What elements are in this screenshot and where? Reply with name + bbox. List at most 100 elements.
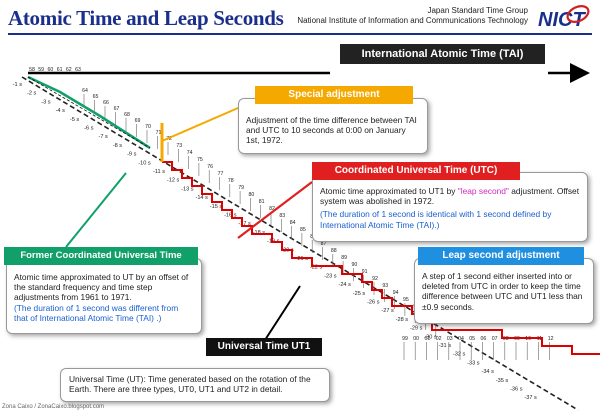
universal-time-note-text: Universal Time (UT): Time generated base… xyxy=(69,374,311,395)
year-label: 06 xyxy=(481,336,487,342)
offset-label: -34 s xyxy=(481,369,494,375)
utc-staircase xyxy=(162,161,600,355)
offset-label: -5 s xyxy=(70,117,80,123)
leap-second-text: A step of 1 second either inserted into … xyxy=(422,271,583,312)
org-line-2: National Institute of Information and Co… xyxy=(297,16,528,25)
year-label: 88 xyxy=(331,248,337,254)
offset-label: -22 s xyxy=(310,265,323,271)
offset-label: -3 s xyxy=(41,99,51,105)
offset-label: -27 s xyxy=(381,308,394,314)
offset-label: -13 s xyxy=(181,186,194,192)
offset-label: -25 s xyxy=(353,291,366,297)
universal-time-note: Universal Time (UT): Time generated base… xyxy=(60,368,330,402)
offset-label: -6 s xyxy=(84,126,94,132)
ut1-dashed-line xyxy=(21,76,579,411)
year-label: 95 xyxy=(403,297,409,303)
year-label: 80 xyxy=(249,192,255,198)
year-label: 03 xyxy=(447,336,453,342)
year-label: 66 xyxy=(103,100,109,106)
leap-second-box: A step of 1 second either inserted into … xyxy=(414,258,594,324)
year-label: 90 xyxy=(352,262,358,268)
former-utc-box: Atomic time approximated to UT by an off… xyxy=(6,258,202,334)
offset-label: -11 s xyxy=(153,169,165,175)
offset-label: -14 s xyxy=(195,195,208,201)
year-label: 63 xyxy=(75,67,81,73)
year-label: 92 xyxy=(372,276,378,282)
year-label: 59 xyxy=(38,67,44,73)
offset-label: -28 s xyxy=(396,317,409,323)
year-label: 85 xyxy=(300,227,306,233)
logo-text: NICT xyxy=(538,9,586,31)
year-label: 05 xyxy=(469,336,475,342)
offset-label: -17 s xyxy=(238,221,251,227)
offset-label: -18 s xyxy=(253,230,266,236)
year-label: 79 xyxy=(238,185,244,191)
organization-name: Japan Standard Time Group National Insti… xyxy=(297,6,528,26)
year-label: 91 xyxy=(362,269,368,275)
utc-box: Atomic time approximated to UT1 by "leap… xyxy=(312,172,588,242)
year-label: 73 xyxy=(176,143,182,149)
year-label: 71 xyxy=(156,130,162,136)
utc-note: (The duration of 1 second is identical w… xyxy=(320,209,552,230)
year-label: 68 xyxy=(124,112,130,118)
year-label: 82 xyxy=(269,206,275,212)
year-label: 62 xyxy=(66,67,72,73)
year-label: 74 xyxy=(187,150,193,156)
year-label: 94 xyxy=(393,290,399,296)
year-label: 04 xyxy=(458,336,464,342)
year-label: 83 xyxy=(279,213,285,219)
tai-label: International Atomic Time (TAI) xyxy=(340,44,545,64)
special-callout-line xyxy=(161,107,239,142)
year-label: 07 xyxy=(492,336,498,342)
offset-label: -8 s xyxy=(113,143,123,149)
offset-label: -2 s xyxy=(27,91,37,97)
year-label: 64 xyxy=(82,88,88,94)
former-utc-text: Atomic time approximated to UT by an off… xyxy=(14,272,189,303)
year-label: 67 xyxy=(114,106,120,112)
year-label: 99 xyxy=(402,336,408,342)
offset-label: -26 s xyxy=(367,300,380,306)
year-label: 61 xyxy=(57,67,63,73)
former-utc-note: (The duration of 1 second was different … xyxy=(14,302,179,323)
leap-second-header: Leap second adjustment xyxy=(418,247,584,265)
year-label: 12 xyxy=(548,336,554,342)
year-label: 89 xyxy=(341,255,347,261)
year-label: 01 xyxy=(425,336,431,342)
offset-label: -31 s xyxy=(439,343,452,349)
former-utc-header: Former Coordinated Universal Time xyxy=(4,247,198,265)
header-rule xyxy=(8,33,592,35)
former-utc-dash xyxy=(27,76,151,149)
offset-label: -35 s xyxy=(496,378,509,384)
offset-label: -10 s xyxy=(138,160,151,166)
year-label: 00 xyxy=(413,336,419,342)
org-line-1: Japan Standard Time Group xyxy=(427,6,528,15)
year-label: 77 xyxy=(218,171,224,177)
year-label: 60 xyxy=(48,67,54,73)
offset-label: -32 s xyxy=(453,352,466,358)
year-label: 02 xyxy=(436,336,442,342)
nict-logo-icon: NICT xyxy=(538,5,590,31)
year-label: 75 xyxy=(197,157,203,163)
year-label: 78 xyxy=(228,178,234,184)
offset-label: -15 s xyxy=(210,204,223,210)
offset-label: -7 s xyxy=(98,134,108,140)
offset-label: -36 s xyxy=(510,387,523,393)
page-title: Atomic Time and Leap Seconds xyxy=(8,6,284,30)
special-adjustment-header: Special adjustment xyxy=(255,86,413,104)
utc-header: Coordinated Universal Time (UTC) xyxy=(312,162,520,180)
year-label: 70 xyxy=(145,124,151,130)
year-label: 65 xyxy=(93,94,99,100)
offset-label: -9 s xyxy=(127,152,137,158)
offset-label: -23 s xyxy=(324,273,337,279)
offset-label: -37 s xyxy=(524,395,537,401)
year-label: 87 xyxy=(321,241,327,247)
ut1-callout-line xyxy=(264,285,301,341)
offset-label: -16 s xyxy=(224,213,237,219)
offset-label: -1 s xyxy=(13,82,23,88)
year-label: 58 xyxy=(29,67,35,73)
special-adjustment-text: Adjustment of the time difference betwee… xyxy=(246,115,417,146)
footer-credit: Zona Caixo / ZonaCaixo.blogspot.com xyxy=(2,404,105,410)
offset-label: -33 s xyxy=(467,360,480,366)
special-adjustment-box: Adjustment of the time difference betwee… xyxy=(238,98,428,154)
